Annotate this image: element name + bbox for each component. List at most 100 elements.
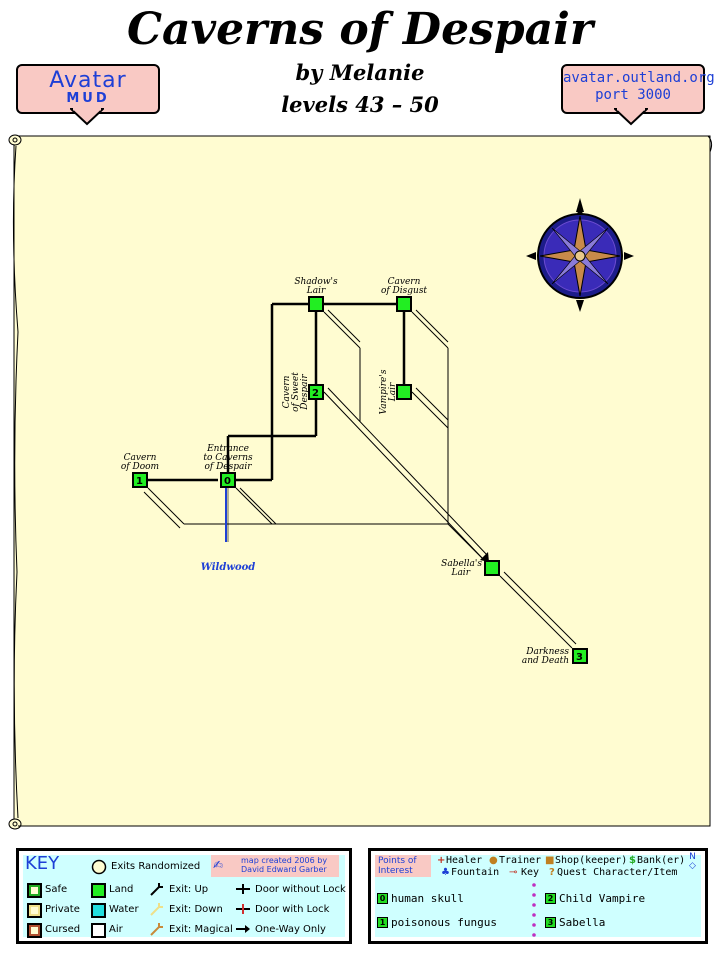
poi-number-badge: 2 [545, 893, 556, 904]
key-zone-label: Safe [45, 884, 68, 895]
shop-icon: ■ [545, 855, 555, 866]
poi-item-text: Child Vampire [559, 892, 646, 905]
poi-legend-label: Quest Character/Item [557, 867, 678, 878]
room-number: 2 [312, 388, 319, 399]
author-byline: by Melanie [295, 60, 425, 85]
room-number: 1 [136, 476, 143, 487]
key-terrain-label: Air [109, 924, 123, 935]
room-darkness-and-death [572, 648, 588, 664]
key-terrain-label: Land [109, 884, 134, 895]
poi-item-text: poisonous fungus [391, 916, 497, 929]
poi-item-text: human skull [391, 892, 464, 905]
key-door-label: Door without Lock [255, 884, 346, 895]
key-exit-label: Exit: Down [169, 904, 223, 915]
room-cavern-of-sweet-despair [308, 384, 324, 400]
room-labels: Shadow's Lair Cavern of Disgust Cavern o… [121, 277, 569, 666]
key-zone-label: Private [45, 904, 80, 915]
poi-title: Points of [378, 856, 417, 866]
room-vampires-lair [396, 384, 412, 400]
key-title: KEY [25, 853, 60, 874]
land-swatch [91, 883, 106, 898]
key-door-label: One-Way Only [255, 924, 326, 935]
exits-randomized-label: Exits Randomized [111, 861, 201, 872]
poi-legend-label: Trainer [499, 855, 542, 866]
avatar-logo-text: Avatar [49, 68, 127, 93]
water-swatch [91, 903, 106, 918]
door-without-lock-icon [236, 884, 250, 894]
trainer-icon: ● [489, 855, 498, 866]
key-terrain-label: Water [109, 904, 139, 915]
server-host: avatar.outland.org [563, 70, 715, 86]
room-sabellas-lair [484, 560, 500, 576]
credit-box: ✍ map created 2006 by David Edward Garbe… [211, 855, 339, 877]
north-indicator-icon: N◇ [689, 852, 696, 871]
room-cavern-of-disgust [396, 296, 412, 312]
poi-number-badge: 1 [377, 917, 388, 928]
points-of-interest: Points of Interest + Healer ● Trainer ■ … [368, 848, 708, 944]
poi-legend-label: Key [521, 867, 540, 878]
air-swatch [91, 923, 106, 938]
door-with-lock-icon [236, 904, 250, 914]
one-way-arrow-icon [480, 552, 489, 562]
map-title: Caverns of Despair [126, 4, 594, 55]
map-parchment: 2 1 0 3 Shadow's Lair Cavern of Disgust … [8, 134, 713, 830]
credit-line: David Edward Garber [241, 865, 327, 874]
poi-item-text: Sabella [559, 916, 606, 929]
wildwood-exit-label: Wildwood [201, 562, 256, 573]
room-label: of Sweet [291, 372, 301, 412]
level-range: levels 43 – 50 [281, 92, 439, 117]
room-label: Vampire's [379, 369, 389, 414]
room-label: Entrance [206, 444, 249, 454]
key-door-label: Door with Lock [255, 904, 330, 915]
room-label: Darkness [525, 647, 569, 657]
room-label: Cavern [388, 277, 421, 287]
exit-down-icon [150, 903, 163, 916]
key-exit-label: Exit: Magical [169, 924, 233, 935]
poi-legend-label: Bank(er) [637, 855, 686, 866]
private-swatch [27, 903, 42, 918]
room-label: Lair [388, 382, 398, 402]
room-entrance [220, 472, 236, 488]
fountain-icon: ♣ [441, 867, 450, 878]
exit-up-icon [150, 883, 163, 896]
room-label: Lair [306, 286, 326, 296]
room-number: 3 [576, 652, 583, 663]
key-zone-label: Cursed [45, 924, 81, 935]
poi-legend-label: Shop(keeper) [555, 855, 628, 866]
room-label: Lair [450, 568, 470, 578]
cursed-swatch [27, 923, 42, 938]
map-key: KEY Exits Randomized ✍ map created 2006 … [16, 848, 352, 944]
room-label: of Disgust [381, 286, 427, 296]
scroll-icon: ✍ [213, 858, 224, 872]
quest-icon: ? [549, 867, 555, 878]
badge-flag-tail [614, 108, 648, 126]
mud-logo-text: MUD [66, 91, 110, 106]
healer-icon: + [437, 855, 446, 866]
room-label: of Doom [121, 462, 159, 472]
room-label: to Caverns [203, 453, 253, 463]
room-label: Shadow's [294, 277, 338, 287]
avatar-mud-logo: Avatar MUD [16, 64, 160, 114]
compass-rose-icon [526, 198, 634, 312]
room-cavern-of-doom [132, 472, 148, 488]
server-address-badge: avatar.outland.org port 3000 [561, 64, 715, 114]
exits-randomized-icon [91, 859, 107, 875]
bank-icon: $ [629, 855, 636, 866]
poi-column-divider [532, 883, 536, 937]
room-label: Despair [300, 374, 310, 411]
logo-flag-tail [70, 108, 104, 126]
credit-line: map created 2006 by [241, 856, 328, 865]
room-label: Cavern [124, 453, 157, 463]
server-port: port 3000 [595, 87, 671, 103]
map-rooms: 2 1 0 3 [132, 296, 588, 664]
room-label: and Death [522, 656, 569, 666]
poi-title: Interest [378, 866, 413, 876]
poi-title-box: Points of Interest [375, 855, 431, 877]
room-label: Sabella's [441, 559, 482, 569]
exit-magical-icon [150, 923, 163, 936]
room-label: of Despair [204, 462, 252, 472]
safe-swatch [27, 883, 42, 898]
room-connections [140, 302, 406, 482]
room-number: 0 [224, 476, 231, 487]
key-icon: ⊸ [509, 867, 518, 878]
